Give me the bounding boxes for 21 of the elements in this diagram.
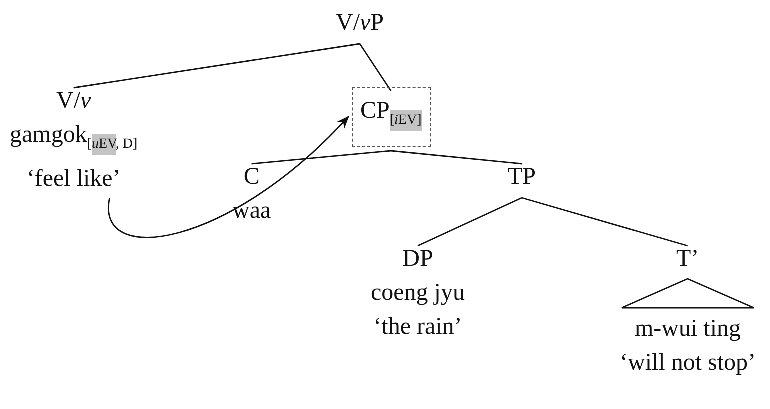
tree-branch [418,197,522,247]
movement-arrow [108,116,350,238]
tree-branch [522,197,688,247]
tree-branch [74,43,360,89]
tree-branch [391,150,522,165]
word-label: coeng jyu [371,279,465,308]
tree-branch [359,44,392,92]
tree-branch [252,150,392,165]
gloss-label: ‘the rain’ [372,313,464,342]
dashed-box [352,87,431,147]
gloss-label: ‘feel like’ [26,165,122,194]
word-label: waa [232,197,272,226]
phrase-label: DP [402,245,434,274]
phrase-label: V/νP [336,9,384,38]
phrase-label: TP [508,163,536,192]
category-label: V/ν [55,87,92,116]
triangle-branch [621,278,755,309]
gloss-label: ‘will not stop’ [620,349,756,378]
word-label: m-wui ting [634,315,742,344]
phrase-label: T’ [676,245,700,274]
category-label: C [242,163,261,192]
